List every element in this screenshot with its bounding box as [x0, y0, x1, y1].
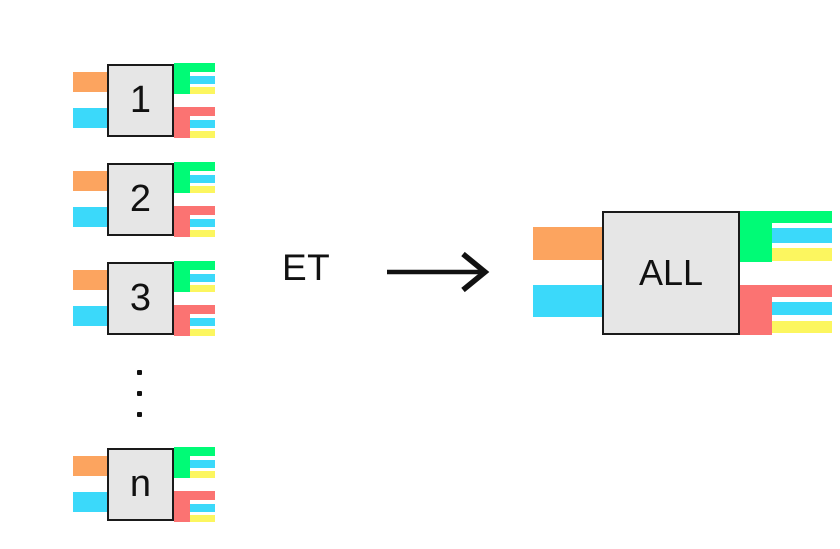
- cyan-strip: [190, 274, 215, 282]
- green-connector: [174, 261, 215, 292]
- cyan-strip: [190, 318, 215, 326]
- source-unit-2: 2: [73, 162, 215, 238]
- ellipsis-dot: [137, 412, 142, 417]
- red-strip: [174, 491, 215, 500]
- cyan-strip: [190, 76, 215, 84]
- green-strip: [174, 447, 215, 456]
- red-connector: [174, 107, 215, 138]
- yellow-strip: [190, 329, 215, 336]
- orange-wire: [73, 72, 107, 92]
- unit-label: 3: [129, 277, 152, 319]
- unit-label: 1: [129, 79, 152, 121]
- orange-wire: [73, 171, 107, 191]
- yellow-strip: [772, 248, 832, 261]
- ellipsis-dot: [137, 370, 142, 375]
- cyan-wire: [73, 108, 107, 128]
- red-strip: [740, 285, 832, 297]
- cyan-strip: [190, 175, 215, 183]
- orange-wire: [73, 456, 107, 476]
- yellow-strip: [190, 131, 215, 138]
- green-connector: [174, 447, 215, 478]
- operator-label: ET: [282, 247, 331, 288]
- orange-wire: [533, 227, 602, 260]
- cyan-wire: [73, 492, 107, 512]
- source-unit-1: 1: [73, 63, 215, 139]
- result-label: ALL: [638, 252, 704, 293]
- red-strip: [174, 305, 215, 314]
- red-connector: [174, 491, 215, 522]
- yellow-strip: [190, 230, 215, 237]
- yellow-strip: [190, 87, 215, 94]
- source-unit-n: n: [73, 447, 215, 523]
- unit-label: n: [129, 463, 152, 505]
- source-unit-3: 3: [73, 261, 215, 337]
- green-strip: [174, 261, 215, 270]
- cyan-strip: [190, 504, 215, 512]
- ellipsis-dot: [137, 391, 142, 396]
- red-strip: [174, 107, 215, 116]
- cyan-strip: [772, 302, 832, 315]
- result-unit-all: ALL: [533, 211, 832, 335]
- cyan-wire: [73, 306, 107, 326]
- cyan-strip: [772, 228, 832, 243]
- unit-block: n: [107, 448, 174, 521]
- right-arrow-icon: [385, 249, 493, 295]
- cyan-strip: [190, 120, 215, 128]
- orange-wire: [73, 270, 107, 290]
- cyan-wire: [73, 207, 107, 227]
- red-connector: [740, 285, 832, 335]
- cyan-strip: [190, 460, 215, 468]
- yellow-strip: [190, 186, 215, 193]
- yellow-strip: [190, 515, 215, 522]
- cyan-strip: [190, 219, 215, 227]
- unit-label: 2: [129, 178, 152, 220]
- green-strip: [174, 63, 215, 72]
- yellow-strip: [772, 321, 832, 333]
- cyan-wire: [533, 285, 602, 317]
- vertical-ellipsis: [137, 370, 142, 417]
- green-strip: [740, 211, 832, 223]
- yellow-strip: [190, 285, 215, 292]
- unit-block: 3: [107, 262, 174, 335]
- yellow-strip: [190, 471, 215, 478]
- green-connector: [740, 211, 832, 262]
- result-block: ALL: [602, 211, 740, 335]
- green-strip: [174, 162, 215, 171]
- green-connector: [174, 162, 215, 193]
- unit-block: 2: [107, 163, 174, 236]
- unit-block: 1: [107, 64, 174, 137]
- red-connector: [174, 305, 215, 336]
- red-connector: [174, 206, 215, 237]
- red-strip: [174, 206, 215, 215]
- green-connector: [174, 63, 215, 94]
